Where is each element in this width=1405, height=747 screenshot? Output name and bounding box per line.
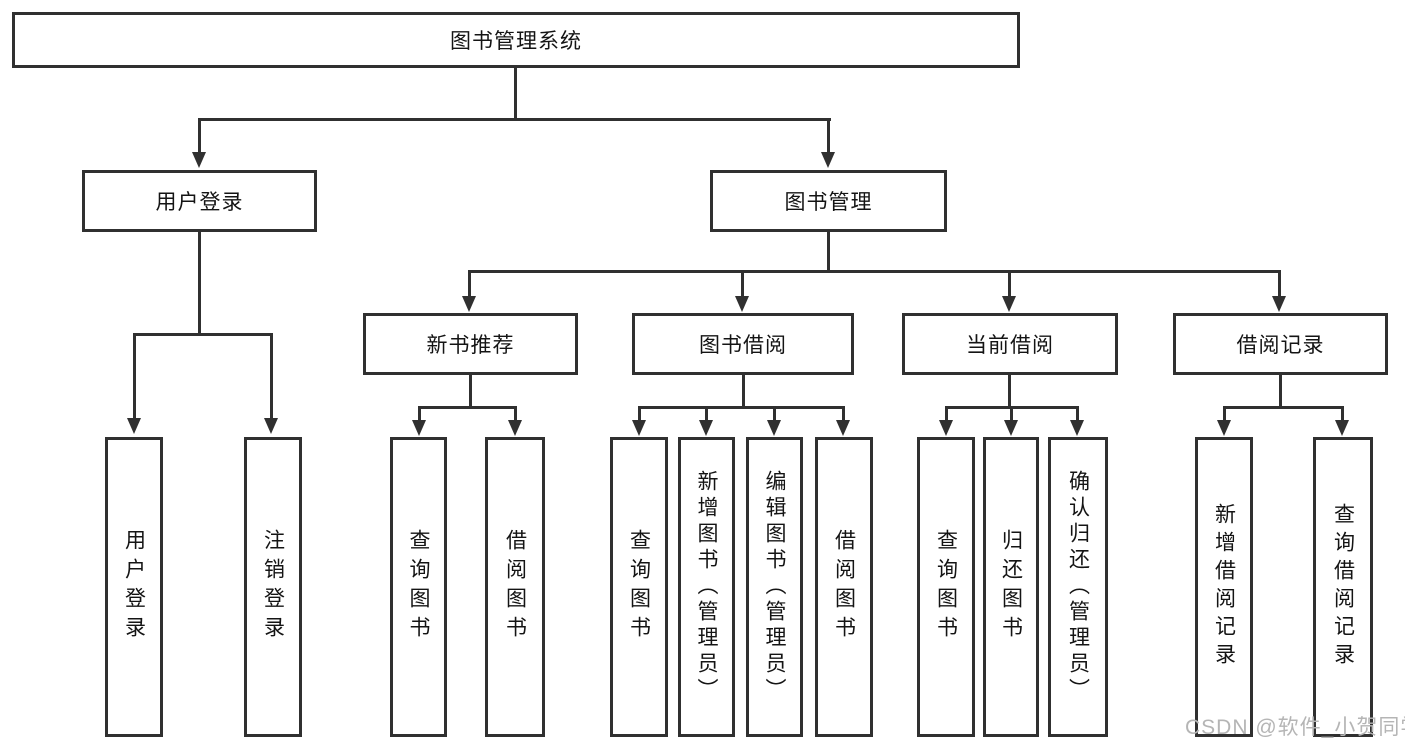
arrow-down-icon xyxy=(264,418,278,434)
connector-drop xyxy=(1341,409,1344,421)
connector-l3-branch xyxy=(468,270,1281,273)
node-borrowing-records: 借阅记录 xyxy=(1173,313,1388,375)
connector-drop-leaf-login xyxy=(133,336,136,419)
arrow-down-icon xyxy=(508,420,522,436)
arrow-down-icon xyxy=(939,420,953,436)
node-current-borrowing: 当前借阅 xyxy=(902,313,1118,375)
connector-root-stem xyxy=(514,66,517,120)
connector-book-mgmt-stem xyxy=(827,230,830,270)
leaf-newbook-query-books-label: 查询图书 xyxy=(407,529,431,645)
arrow-down-icon xyxy=(1004,420,1018,436)
connector-user-login-stem xyxy=(198,230,201,334)
connector-borrow-record-branch xyxy=(1223,406,1344,409)
connector-drop xyxy=(1223,409,1226,421)
connector-current-borrow-branch xyxy=(945,406,1079,409)
arrow-down-icon xyxy=(1272,296,1286,312)
leaf-borrow-query-books: 查询图书 xyxy=(610,437,668,737)
leaf-current-confirm-return-admin: 确认归还（管理员） xyxy=(1048,437,1108,737)
connector-new-book-stem xyxy=(469,373,472,407)
node-library-system: 图书管理系统 xyxy=(12,12,1020,68)
connector-drop-new-book xyxy=(468,273,471,296)
leaf-logout: 注销登录 xyxy=(244,437,302,737)
leaf-newbook-borrow-books-label: 借阅图书 xyxy=(503,529,527,645)
node-book-borrowing-label: 图书借阅 xyxy=(699,334,787,357)
arrow-down-icon xyxy=(1070,420,1084,436)
node-new-book-recommend: 新书推荐 xyxy=(363,313,578,375)
node-user-login: 用户登录 xyxy=(82,170,317,232)
connector-drop-leaf-logout xyxy=(270,336,273,419)
leaf-record-add-borrow-record: 新增借阅记录 xyxy=(1195,437,1253,737)
node-borrowing-records-label: 借阅记录 xyxy=(1236,334,1325,357)
arrow-down-icon xyxy=(632,420,646,436)
node-book-borrowing: 图书借阅 xyxy=(632,313,854,375)
node-library-system-label: 图书管理系统 xyxy=(450,30,582,53)
leaf-borrow-edit-books-admin: 编辑图书（管理员） xyxy=(746,437,803,737)
connector-drop xyxy=(1076,409,1079,421)
arrow-down-icon xyxy=(1217,420,1231,436)
node-current-borrowing-label: 当前借阅 xyxy=(966,334,1054,357)
leaf-newbook-query-books: 查询图书 xyxy=(390,437,447,737)
leaf-newbook-borrow-books: 借阅图书 xyxy=(485,437,545,737)
arrow-down-icon xyxy=(192,152,206,168)
csdn-watermark: CSDN @软件_小贺同学 xyxy=(1185,716,1405,739)
connector-drop xyxy=(418,409,421,421)
leaf-record-add-borrow-record-label: 新增借阅记录 xyxy=(1212,503,1236,671)
arrow-down-icon xyxy=(412,420,426,436)
connector-drop-book-mgmt xyxy=(827,121,830,153)
connector-drop xyxy=(514,409,517,421)
node-book-management-label: 图书管理 xyxy=(784,191,873,214)
leaf-current-query-books: 查询图书 xyxy=(917,437,975,737)
leaf-current-confirm-return-admin-label: 确认归还（管理员） xyxy=(1066,470,1090,704)
leaf-user-login-label: 用户登录 xyxy=(122,529,146,645)
arrow-down-icon xyxy=(462,296,476,312)
connector-book-borrow-branch xyxy=(638,406,845,409)
leaf-current-return-books: 归还图书 xyxy=(983,437,1039,737)
connector-new-book-branch xyxy=(418,406,517,409)
leaf-user-login: 用户登录 xyxy=(105,437,163,737)
arrow-down-icon xyxy=(1002,296,1016,312)
node-user-login-label: 用户登录 xyxy=(155,191,244,214)
leaf-record-query-borrow-record: 查询借阅记录 xyxy=(1313,437,1373,737)
leaf-logout-label: 注销登录 xyxy=(261,529,285,645)
leaf-borrow-add-books-admin-label: 新增图书（管理员） xyxy=(695,470,719,704)
connector-borrow-record-stem xyxy=(1279,373,1282,407)
connector-drop xyxy=(638,409,641,421)
connector-book-borrow-stem xyxy=(742,373,745,407)
leaf-borrow-edit-books-admin-label: 编辑图书（管理员） xyxy=(763,470,787,704)
leaf-borrow-borrow-books: 借阅图书 xyxy=(815,437,873,737)
leaf-borrow-query-books-label: 查询图书 xyxy=(627,529,651,645)
arrow-down-icon xyxy=(836,420,850,436)
connector-user-login-branch xyxy=(133,333,273,336)
leaf-borrow-add-books-admin: 新增图书（管理员） xyxy=(678,437,735,737)
arrow-down-icon xyxy=(735,296,749,312)
connector-drop xyxy=(705,409,708,421)
connector-drop-current-borrow xyxy=(1008,273,1011,296)
leaf-record-query-borrow-record-label: 查询借阅记录 xyxy=(1331,503,1355,671)
arrow-down-icon xyxy=(699,420,713,436)
connector-l2-branch xyxy=(198,118,831,121)
arrow-down-icon xyxy=(127,418,141,434)
arrow-down-icon xyxy=(767,420,781,436)
leaf-current-query-books-label: 查询图书 xyxy=(934,529,958,645)
arrow-down-icon xyxy=(1335,420,1349,436)
connector-drop-borrow-record xyxy=(1278,273,1281,296)
node-new-book-recommend-label: 新书推荐 xyxy=(426,334,515,357)
node-book-management: 图书管理 xyxy=(710,170,947,232)
connector-drop xyxy=(773,409,776,421)
connector-drop xyxy=(1010,409,1013,421)
connector-drop-user-login xyxy=(198,121,201,153)
connector-drop xyxy=(945,409,948,421)
arrow-down-icon xyxy=(821,152,835,168)
connector-current-borrow-stem xyxy=(1008,373,1011,407)
leaf-borrow-borrow-books-label: 借阅图书 xyxy=(832,529,856,645)
connector-drop xyxy=(842,409,845,421)
connector-drop-book-borrow xyxy=(741,273,744,296)
leaf-current-return-books-label: 归还图书 xyxy=(999,529,1023,645)
